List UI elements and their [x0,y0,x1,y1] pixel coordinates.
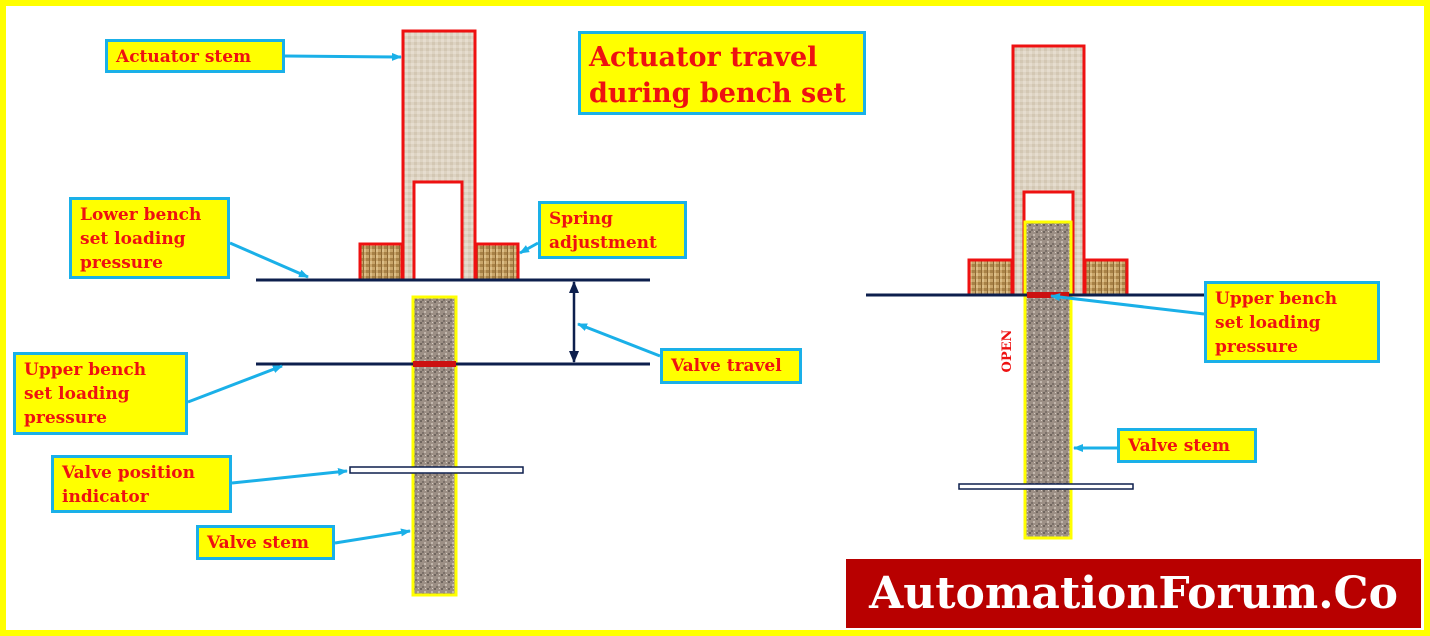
arrow-valve-stem-left [334,528,411,545]
left-actuator-stem [401,29,477,282]
leader-arrows [187,52,1205,545]
left-spring-block-left [358,242,404,282]
label-upper-bench-pressure-left: Upper bench set loading pressure [13,352,188,435]
left-stem-marker [413,361,456,367]
left-actuator-assembly [256,29,650,597]
diagram-title: Actuator travel during bench set [578,31,866,115]
arrow-valve-position-indicator [231,467,348,485]
arrow-spring-adjustment [519,241,539,255]
arrow-actuator-stem [284,52,402,61]
label-upper-bench-pressure-right: Upper bench set loading pressure [1204,281,1380,363]
right-spring-block-left [967,258,1014,297]
label-valve-travel: Valve travel [660,348,802,384]
label-lower-bench-pressure: Lower bench set loading pressure [69,197,230,279]
arrow-upper-bench-left [187,364,283,404]
label-actuator-stem: Actuator stem [105,39,285,73]
arrow-lower-bench [229,241,309,279]
left-valve-stem [411,295,458,597]
left-spring-block-right [474,242,520,282]
right-valve-stem [1023,220,1073,540]
open-label: OPEN [1000,329,1015,373]
right-actuator-assembly [866,44,1205,540]
arrow-upper-bench-right [1050,293,1205,316]
label-valve-stem-right: Valve stem [1117,428,1257,463]
right-valve-position-indicator [958,483,1134,490]
arrow-valve-travel [577,322,661,358]
left-valve-position-indicator [349,466,524,474]
watermark-banner: AutomationForum.Co [846,559,1421,628]
label-valve-stem-left: Valve stem [196,525,335,560]
right-spring-block-right [1083,258,1129,297]
right-stem-marker [1027,292,1069,298]
label-spring-adjustment: Spring adjustment [538,201,687,259]
label-valve-position-indicator: Valve position indicator [51,455,232,513]
